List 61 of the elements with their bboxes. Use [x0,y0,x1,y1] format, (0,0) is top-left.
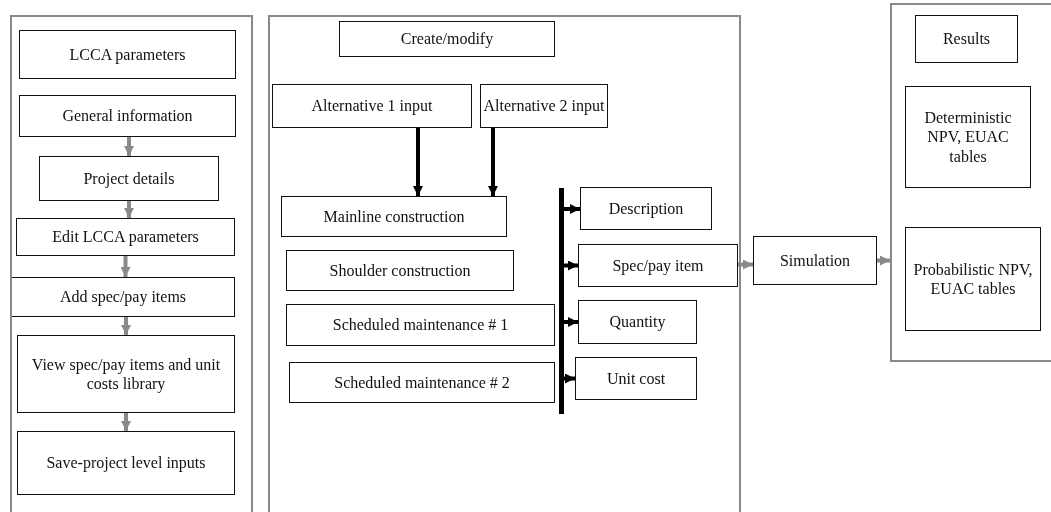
box-label: Probabilistic NPV, EUAC tables [912,259,1034,299]
process-box [575,357,697,400]
arrow [564,373,575,384]
process-box [12,277,235,317]
box-label: Edit LCCA parameters [51,227,200,247]
process-box [16,218,235,256]
box-label: LCCA parameters [68,44,187,65]
box-label: Unit cost [605,368,667,389]
arrow [564,204,580,214]
panel-frame [268,15,741,512]
arrow [488,128,498,196]
arrow [121,317,131,335]
process-box [17,431,235,495]
arrow [877,255,890,266]
arrow [120,256,131,277]
arrow [564,260,578,271]
process-box [480,84,608,128]
process-box [905,227,1041,331]
box-label: Description [607,198,685,219]
process-box [17,335,235,413]
arrow [738,259,753,270]
box-label: Scheduled maintenance # 2 [333,372,511,393]
process-box [286,304,555,346]
process-box [19,30,236,79]
panel-frame [10,15,253,512]
process-box [19,95,236,137]
process-box [905,86,1031,188]
process-box [286,250,514,291]
box-label: Save-project level inputs [45,453,207,473]
box-label: Results [941,29,992,49]
box-label: Spec/pay item [611,255,705,276]
box-label: General information [61,106,194,126]
process-box [339,21,555,57]
process-box [580,187,712,230]
box-label: Alternative 1 input [310,96,434,116]
arrow [124,137,134,156]
box-label: View spec/pay items and unit costs library [30,354,222,394]
arrow [121,413,131,431]
process-box [578,244,738,287]
arrow [124,201,134,218]
process-box [289,362,555,403]
box-label: Add spec/pay items [58,287,188,307]
box-label: Mainline construction [322,206,466,227]
bus-bar [559,188,564,414]
panel-frame [890,3,1051,362]
box-label: Shoulder construction [328,260,472,281]
box-label: Quantity [608,312,667,332]
box-label: Scheduled maintenance # 1 [331,315,510,335]
box-label: Simulation [778,250,852,271]
process-box [281,196,507,237]
box-label: Alternative 2 input [482,96,606,116]
arrow [564,317,578,327]
arrow [413,128,423,196]
process-box [578,300,697,344]
box-label: Deterministic NPV, EUAC tables [923,108,1013,166]
box-label: Project details [82,168,176,189]
process-box [753,236,877,285]
box-label: Create/modify [399,29,495,49]
process-box [915,15,1018,63]
process-box [272,84,472,128]
process-box [39,156,219,201]
